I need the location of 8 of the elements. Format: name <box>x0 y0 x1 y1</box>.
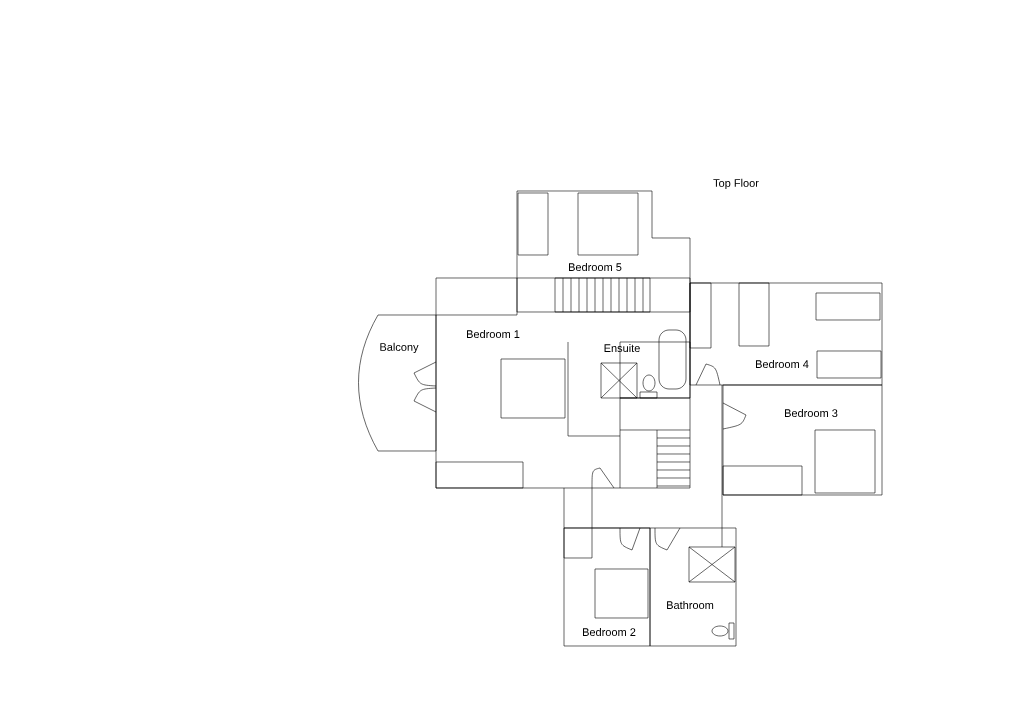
room-outline: Bathroom <box>649 527 737 647</box>
room-outline: Bedroom 5 <box>516 190 691 313</box>
room-outline: Bedroom 4 <box>689 282 883 386</box>
room-outline: Bedroom 3 <box>722 384 883 496</box>
room-outline: Balcony <box>358 314 437 452</box>
room-outline: Bedroom 2 <box>563 527 651 647</box>
title: Top Floor <box>713 178 759 190</box>
room-outline: Ensuite <box>604 341 691 399</box>
